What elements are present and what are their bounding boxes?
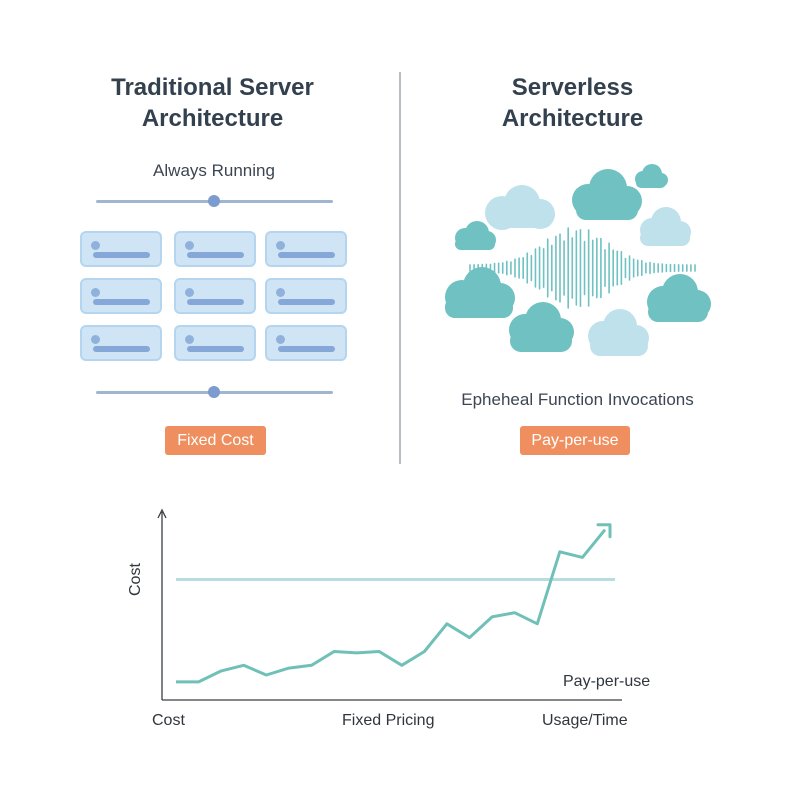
rack-bar (278, 299, 335, 305)
traditional-title: Traditional Server Architecture (60, 72, 365, 134)
cloud-icon (635, 164, 668, 188)
server-rack (265, 231, 347, 267)
cloud-icon (485, 185, 555, 230)
status-light-icon (91, 335, 100, 344)
cloud-icon (647, 274, 711, 322)
serverless-title-line1: Serverless (511, 74, 634, 101)
traditional-title-line1: Traditional Server (111, 74, 314, 101)
traditional-title-line2: Architecture (141, 105, 284, 132)
rack-bar (187, 252, 244, 258)
always-running-label: Always Running (153, 161, 275, 180)
server-rack (80, 278, 162, 314)
x-tick-label-start: Cost (152, 712, 185, 729)
rack-bar (278, 252, 335, 258)
series-label: Pay-per-use (563, 673, 651, 690)
x-tick-label-middle: Fixed Pricing (342, 712, 435, 729)
rack-bar (93, 299, 150, 305)
cloud-icon (640, 207, 691, 246)
server-rack (265, 278, 347, 314)
fixed-cost-badge: Fixed Cost (165, 426, 266, 455)
top-rail-knob (208, 195, 220, 207)
serverless-title: Serverless Architecture (450, 72, 695, 134)
server-rack (80, 231, 162, 267)
cloud-icon (445, 267, 515, 318)
rack-bar (187, 346, 244, 352)
serverless-title-line2: Architecture (501, 105, 644, 132)
bottom-rail (96, 386, 333, 398)
rack-bar (278, 346, 335, 352)
server-rack (174, 231, 256, 267)
status-light-icon (276, 288, 285, 297)
top-rail (96, 195, 333, 207)
y-axis-label: Cost (127, 563, 144, 596)
waveform-icon (469, 227, 696, 309)
status-light-icon (276, 241, 285, 250)
x-tick-label-end: Usage/Time (542, 712, 628, 729)
cloud-icon (572, 169, 642, 220)
status-light-icon (91, 288, 100, 297)
status-light-icon (185, 288, 194, 297)
cloud-icon (509, 302, 574, 352)
y-axis-arrow-icon (157, 508, 167, 519)
server-rack (265, 325, 347, 361)
server-rack (174, 278, 256, 314)
status-light-icon (276, 335, 285, 344)
rack-bar (187, 299, 244, 305)
cloud-icon (455, 221, 496, 250)
trend-arrow-icon (596, 523, 612, 539)
pay-per-use-line (176, 528, 607, 684)
rack-bar (93, 252, 150, 258)
status-light-icon (185, 241, 194, 250)
rack-bar (93, 346, 150, 352)
function-invocations-caption: Epheheal Function Invocations (461, 390, 694, 409)
cloud-icon (588, 309, 649, 356)
status-light-icon (91, 241, 100, 250)
pay-per-use-badge: Pay-per-use (520, 426, 630, 455)
cloud-cluster (445, 164, 711, 356)
bottom-rail-knob (208, 386, 220, 398)
panel-divider (399, 72, 401, 464)
server-rack (174, 325, 256, 361)
server-grid (80, 231, 350, 365)
server-rack (80, 325, 162, 361)
status-light-icon (185, 335, 194, 344)
